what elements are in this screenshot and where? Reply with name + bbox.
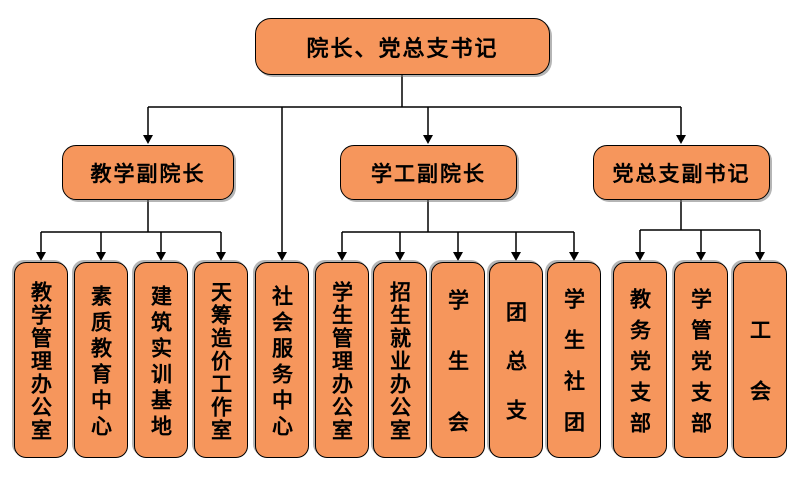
org-box-teaching-admin-office-label: 教学管理办公室 <box>28 280 54 442</box>
org-box-academic-party-branch-label: 教务党支部 <box>627 287 653 443</box>
org-box-construction-training-base-label: 建筑实训基地 <box>148 284 174 441</box>
org-box-teaching-vice-dean: 教学副院长 <box>62 145 234 200</box>
org-box-teaching-vice-dean-label: 教学副院长 <box>90 160 206 186</box>
org-box-root-label: 院长、党总支书记 <box>306 35 499 62</box>
org-box-admissions-employment-office-label: 招生就业办公室 <box>387 280 413 442</box>
org-box-academic-party-branch: 教务党支部 <box>613 262 667 458</box>
org-box-youth-league-branch: 团总支 <box>489 262 543 458</box>
org-box-student-admin-office: 学生管理办公室 <box>315 262 369 458</box>
org-box-admissions-employment-office: 招生就业办公室 <box>373 262 427 458</box>
org-box-student-mgmt-party-branch: 学管党支部 <box>674 262 728 458</box>
org-box-labor-union: 工会 <box>733 262 787 458</box>
org-box-quality-education-center-label: 素质教育中心 <box>88 284 114 441</box>
org-box-student-clubs: 学生社团 <box>547 262 601 458</box>
org-box-quality-education-center: 素质教育中心 <box>74 262 128 458</box>
org-box-student-clubs-label: 学生社团 <box>561 288 587 452</box>
org-box-student-vice-dean: 学工副院长 <box>340 145 517 200</box>
org-box-labor-union-label: 工会 <box>747 319 773 441</box>
org-box-root: 院长、党总支书记 <box>255 18 550 75</box>
org-box-tianchou-cost-studio-label: 天筹造价工作室 <box>208 280 234 442</box>
org-box-party-deputy-secretary-label: 党总支副书记 <box>612 160 751 186</box>
org-box-construction-training-base: 建筑实训基地 <box>134 262 188 458</box>
org-box-student-union: 学生会 <box>431 262 485 472</box>
org-box-student-union-label: 学生会 <box>445 288 471 472</box>
org-box-teaching-admin-office: 教学管理办公室 <box>14 262 68 458</box>
org-box-tianchou-cost-studio: 天筹造价工作室 <box>194 262 248 458</box>
org-box-youth-league-branch-label: 团总支 <box>503 300 529 448</box>
org-box-party-deputy-secretary: 党总支副书记 <box>593 145 770 200</box>
org-box-student-admin-office-label: 学生管理办公室 <box>329 280 355 442</box>
org-box-social-service-center-label: 社会服务中心 <box>269 284 295 441</box>
org-box-student-mgmt-party-branch-label: 学管党支部 <box>688 287 714 443</box>
org-box-social-service-center: 社会服务中心 <box>255 262 309 458</box>
org-box-student-vice-dean-label: 学工副院长 <box>371 160 486 186</box>
